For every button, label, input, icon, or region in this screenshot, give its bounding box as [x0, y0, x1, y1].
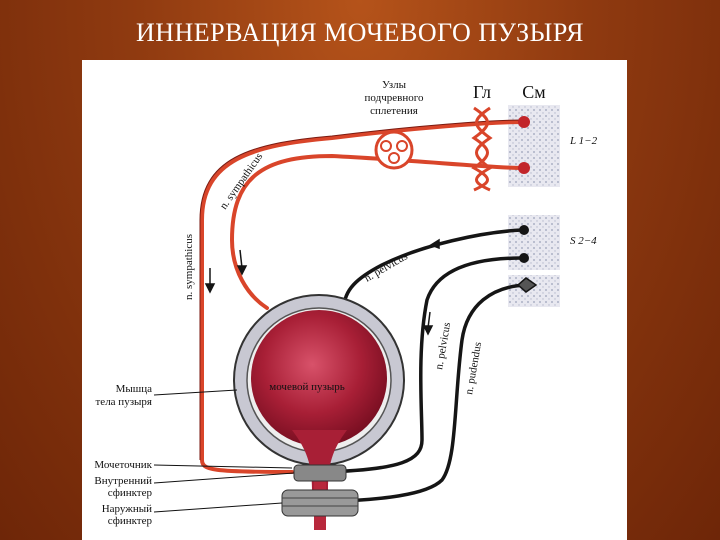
segment-sacral-label: S 2−4 [570, 235, 597, 247]
ganglia-label-3: сплетения [370, 105, 418, 117]
external-sphincter-label-1: Наружный [102, 503, 152, 515]
ganglia-label-1: Узлы [382, 79, 407, 91]
bladder-label: мочевой пузырь [269, 381, 345, 393]
ureter-label: Мочеточник [94, 459, 152, 471]
internal-sphincter-label-2: сфинктер [108, 487, 153, 499]
n-sympathicus-upper-label: n. sympathicus [218, 151, 266, 212]
external-sphincter [281, 489, 359, 517]
hypogastric-ganglion-inner-c [388, 152, 400, 164]
sacral-neuron-upper [519, 225, 529, 235]
ganglia-label-2: подчревного [365, 92, 424, 104]
lumbar-neuron-upper [518, 116, 530, 128]
sm-label: См [522, 82, 545, 102]
sacral-motor-neuron [516, 277, 538, 293]
spinal-segment-sacral-lower [508, 275, 560, 307]
n-pelvicus-upper-label: n. pelvicus [363, 250, 410, 284]
n-pelvicus-lower-label: n. pelvicus [433, 321, 453, 370]
sympathetic-nerves [200, 120, 524, 474]
muscle-label-2: тела пузыря [96, 396, 153, 408]
internal-sphincter-label-1: Внутренний [94, 475, 152, 487]
lumbar-neuron-lower [518, 162, 530, 174]
spinal-segment-sacral [508, 215, 560, 270]
external-sphincter-label-2: сфинктер [108, 515, 153, 527]
direction-arrows [204, 238, 458, 336]
bladder-neck [292, 430, 347, 490]
slide-title: ИННЕРВАЦИЯ МОЧЕВОГО ПУЗЫРЯ [135, 18, 585, 47]
sacral-neuron-lower [519, 253, 529, 263]
internal-sphincter [293, 464, 347, 482]
gl-label: Гл [473, 82, 491, 102]
leader-lines [153, 389, 295, 513]
hypogastric-ganglion-inner-a [380, 140, 392, 152]
hypogastric-ganglion-inner-b [396, 140, 408, 152]
muscle-label-1: Мышца [116, 383, 153, 395]
segment-lumbar-label: L 1−2 [569, 135, 598, 147]
parasympathetic-nerves [320, 228, 529, 504]
spinal-segment-lumbar [508, 105, 560, 187]
n-sympathicus-left-label: n. sympathicus [183, 234, 195, 300]
ganglia-chain [471, 106, 493, 192]
bladder-innervation-diagram: Узлы подчревного сплетения Гл См L 1−2 S… [94, 79, 598, 530]
bladder-lumen [251, 310, 387, 446]
n-pudendus-label: n. pudendus [463, 341, 484, 395]
